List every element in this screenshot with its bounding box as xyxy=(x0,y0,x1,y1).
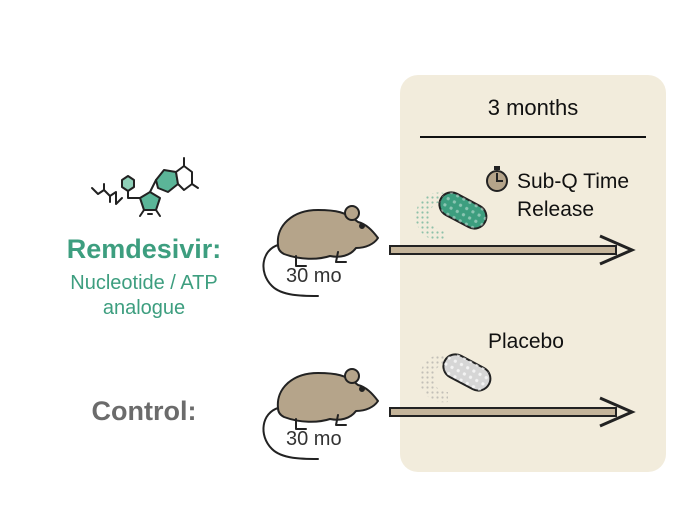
age-label: 30 mo xyxy=(286,265,342,287)
timeline-panel xyxy=(400,75,666,472)
timer-icon xyxy=(486,166,508,192)
molecule-icon xyxy=(91,157,199,217)
placebo-label: Placebo xyxy=(488,330,564,353)
capsule-icon xyxy=(419,353,492,403)
arrow-icon xyxy=(389,234,636,266)
treatment-description: Nucleotide / ATP analogue xyxy=(55,271,233,321)
duration-rule xyxy=(420,136,646,138)
treatment-description-line: analogue xyxy=(102,297,186,319)
control-name: Control: xyxy=(91,396,197,426)
delivery-label: Sub-Q Time xyxy=(517,170,630,193)
mouse-icon xyxy=(262,205,379,297)
mouse-icon xyxy=(262,368,379,460)
capsule-icon xyxy=(415,191,488,241)
delivery-label: Release xyxy=(517,198,595,221)
treatment-description-line: Nucleotide / ATP xyxy=(70,272,218,294)
duration-label: 3 months xyxy=(487,95,579,120)
treatment-name: Remdesivir: xyxy=(66,234,222,264)
age-label: 30 mo xyxy=(286,428,342,450)
arrow-icon xyxy=(389,396,636,428)
